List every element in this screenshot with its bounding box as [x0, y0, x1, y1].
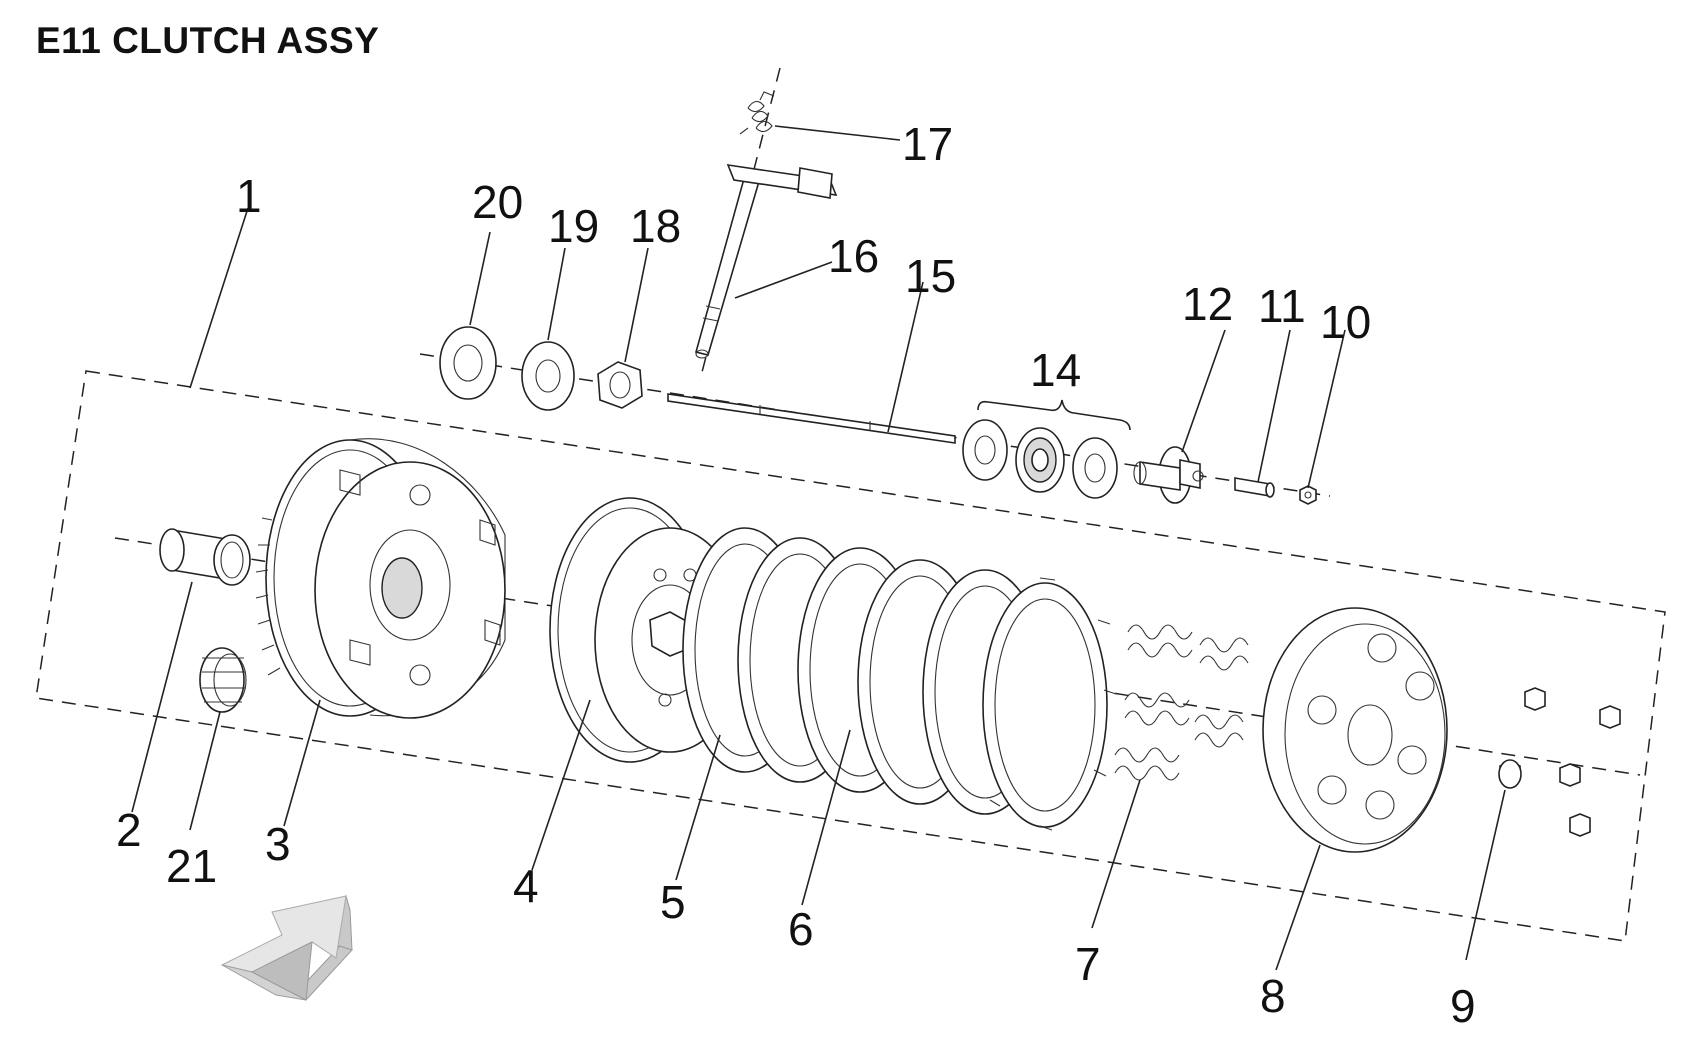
part-9-bolts	[1498, 687, 1621, 837]
part-18-nut	[597, 361, 643, 409]
leader-lines	[131, 125, 1506, 971]
callout-1: 1	[236, 170, 262, 222]
part-20-washer	[439, 326, 497, 400]
part-17-spring	[739, 91, 775, 135]
callout-6: 6	[788, 903, 814, 955]
callout-7: 7	[1075, 938, 1101, 990]
callout-18: 18	[630, 200, 681, 252]
callout-9: 9	[1450, 980, 1476, 1032]
callout-15: 15	[905, 250, 956, 302]
part-7-springs	[1114, 624, 1249, 781]
part-11-pin	[1234, 477, 1275, 498]
part-3-clutch-basket	[255, 438, 506, 719]
arrow-icon	[220, 894, 353, 1001]
callout-12: 12	[1182, 278, 1233, 330]
diagram-title: E11 CLUTCH ASSY	[36, 20, 380, 61]
callout-3: 3	[265, 818, 291, 870]
callout-8: 8	[1260, 970, 1286, 1022]
part-14-bearing-set	[962, 399, 1131, 499]
part-12-release-piece	[1133, 446, 1204, 504]
part-10-nut	[1299, 485, 1317, 505]
callout-2: 2	[116, 804, 142, 856]
callout-5: 5	[660, 876, 686, 928]
callout-10: 10	[1320, 296, 1371, 348]
callout-4: 4	[513, 860, 539, 912]
part-21-gear	[199, 647, 247, 713]
part-8-pressure-plate	[1262, 607, 1448, 853]
part-15-push-rod	[667, 393, 956, 444]
callout-20: 20	[472, 176, 523, 228]
callout-14: 14	[1030, 344, 1081, 396]
callout-19: 19	[548, 200, 599, 252]
part-16-release-shaft	[695, 164, 838, 359]
assembly-boundary	[35, 370, 1666, 942]
part-2-bushing	[159, 528, 251, 586]
callout-17: 17	[902, 118, 953, 170]
part-5-6-clutch-plates	[682, 527, 1117, 831]
callout-21: 21	[166, 840, 217, 892]
callout-labels: 1 2 3 4 5 6 7 8 9 10 11 12 14 15 16 17 1…	[116, 118, 1476, 1032]
callout-16: 16	[828, 230, 879, 282]
part-19-washer	[521, 341, 575, 411]
callout-11: 11	[1258, 280, 1306, 332]
